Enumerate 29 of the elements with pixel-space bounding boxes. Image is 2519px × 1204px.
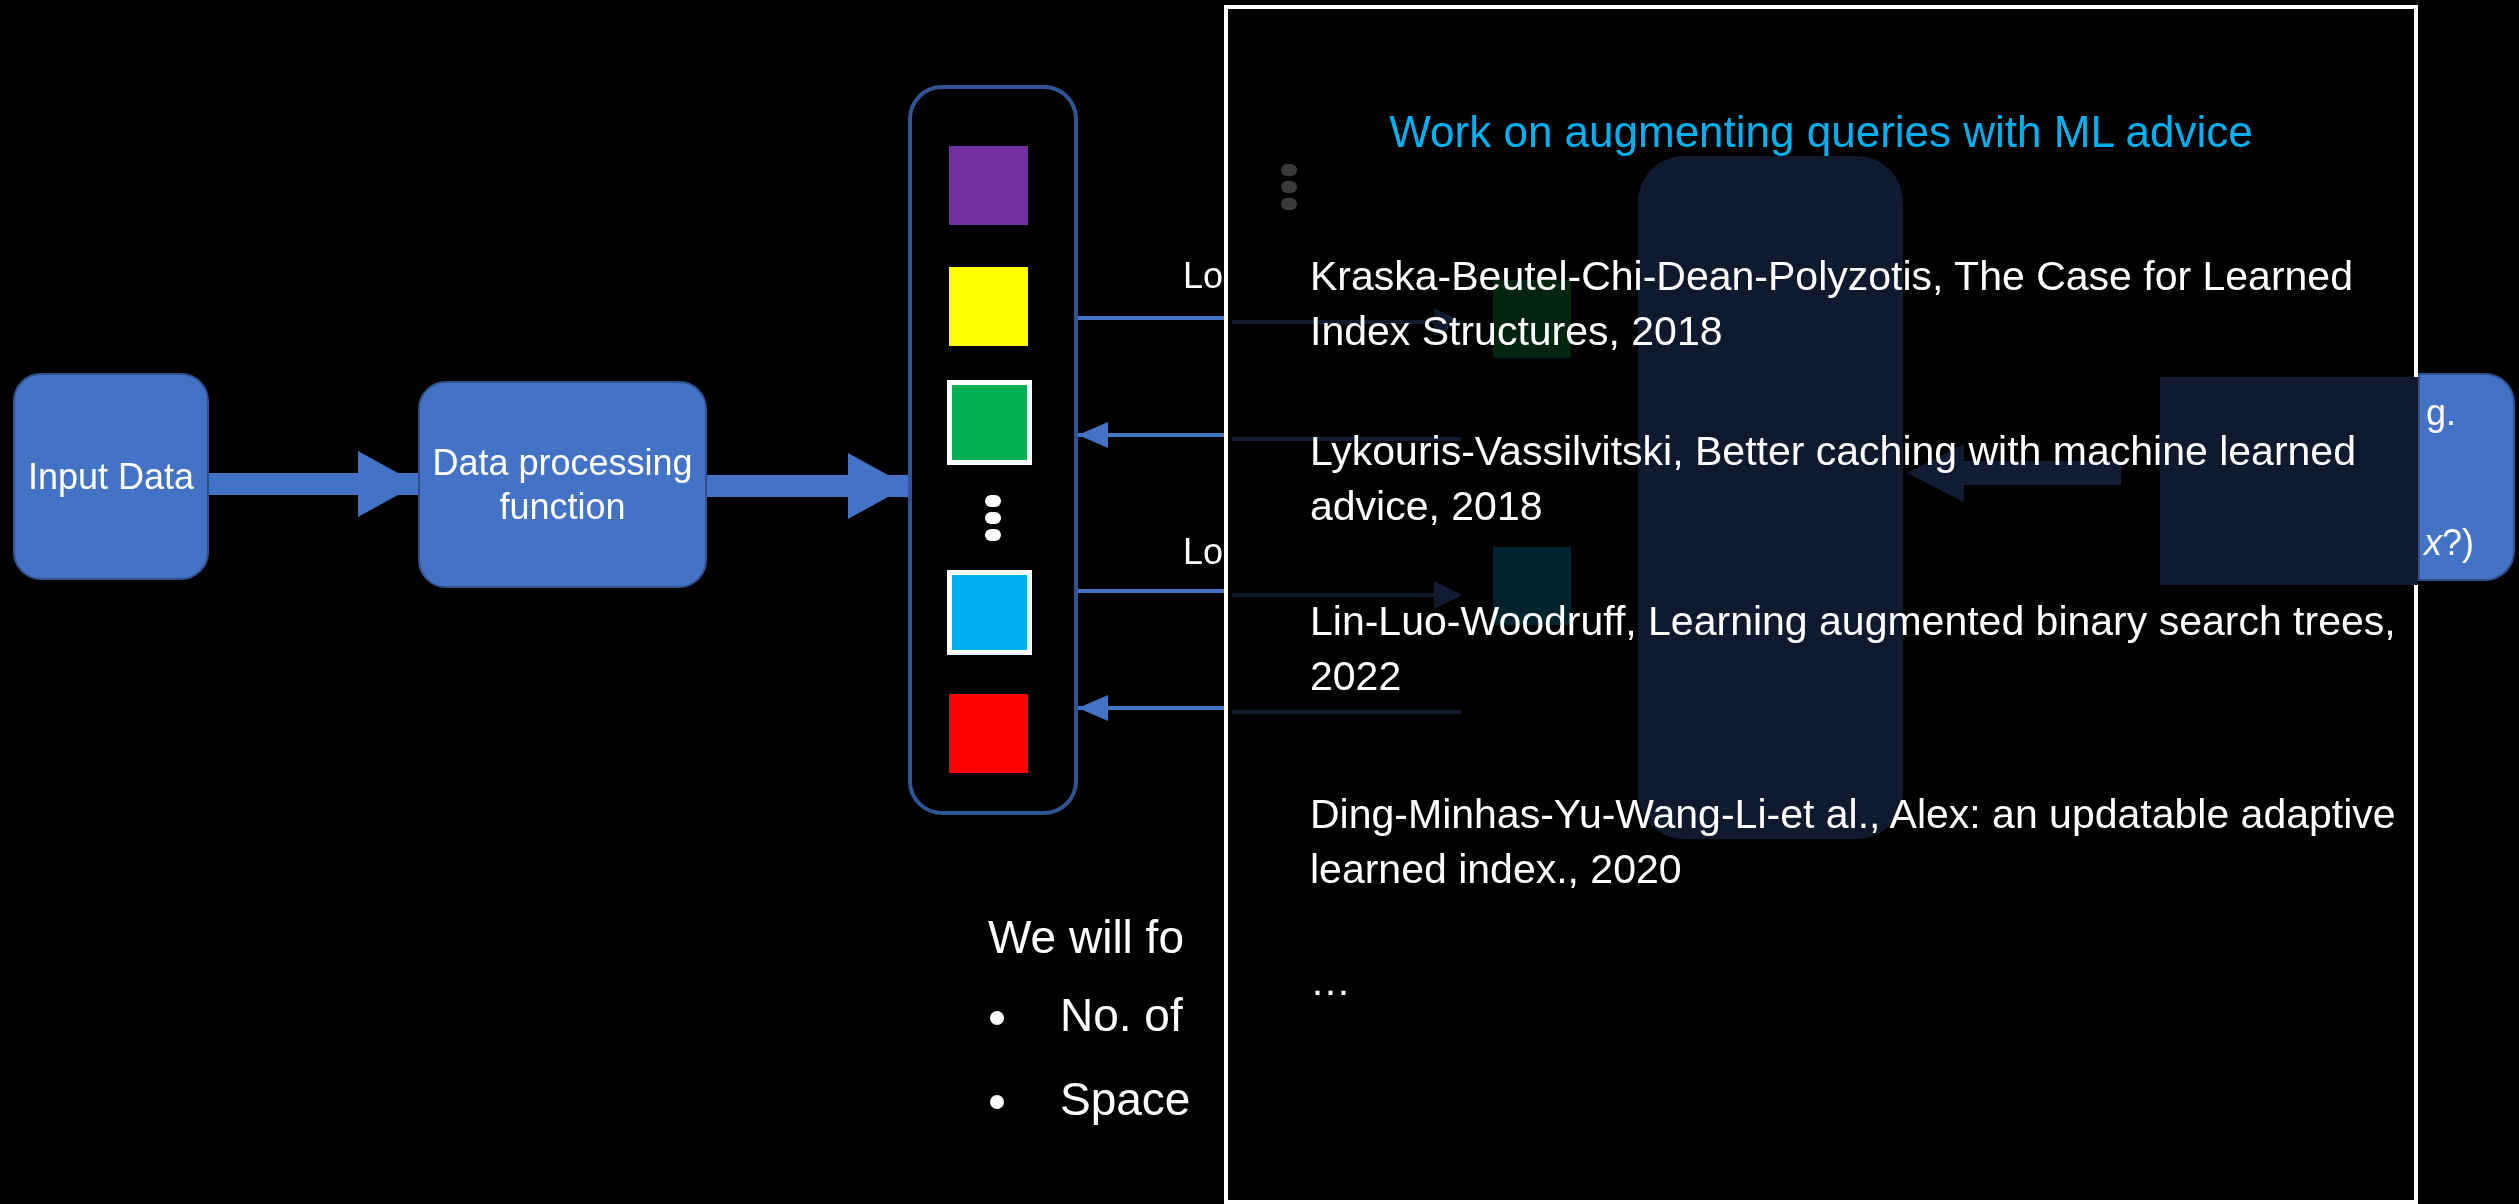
node-label: g.: [2426, 391, 2457, 435]
arrow: [209, 451, 418, 517]
node-label: Input Data: [26, 454, 196, 499]
array-cell: [947, 380, 1032, 465]
reference-text: Kraska-Beutel-Chi-Dean-Polyzotis, The Case for Learned Index Structures, 2018: [1310, 252, 2354, 357]
overlay-panel: [1224, 5, 2418, 1204]
array-cell: [949, 146, 1028, 225]
connector-line: [1078, 316, 1224, 320]
array-cell: [949, 267, 1028, 346]
node-label: x?): [2424, 521, 2474, 565]
note-text: We will fo: [988, 912, 1184, 963]
arrow: [707, 453, 908, 519]
bullet-text: No. of: [1060, 990, 1183, 1041]
process-box: [13, 373, 209, 580]
bullet-text: Space: [1060, 1074, 1191, 1125]
process-box: [418, 381, 707, 588]
node-label: Data processing function: [431, 441, 694, 528]
connector-line: [1078, 589, 1224, 593]
array-cell: [949, 694, 1028, 773]
array-box: [908, 85, 1078, 815]
panel-title: Work on augmenting queries with ML advice: [1388, 106, 2254, 158]
reference-text: Ding-Minhas-Yu-Wang-Li-et al., Alex: an updatable adaptive learned index., 2020: [1310, 790, 2397, 895]
reference-text: Lykouris-Vassilvitski, Better caching with machine learned advice, 2018: [1310, 427, 2357, 532]
query-box: [2418, 373, 2515, 581]
reference-text: …: [1310, 957, 1352, 1006]
arrow: [1078, 695, 1224, 721]
reference-text: Lin-Luo-Woodruff, Learning augmented binary search trees, 2022: [1310, 597, 2397, 702]
arrow: [1078, 422, 1224, 448]
array-cell: [947, 570, 1032, 655]
